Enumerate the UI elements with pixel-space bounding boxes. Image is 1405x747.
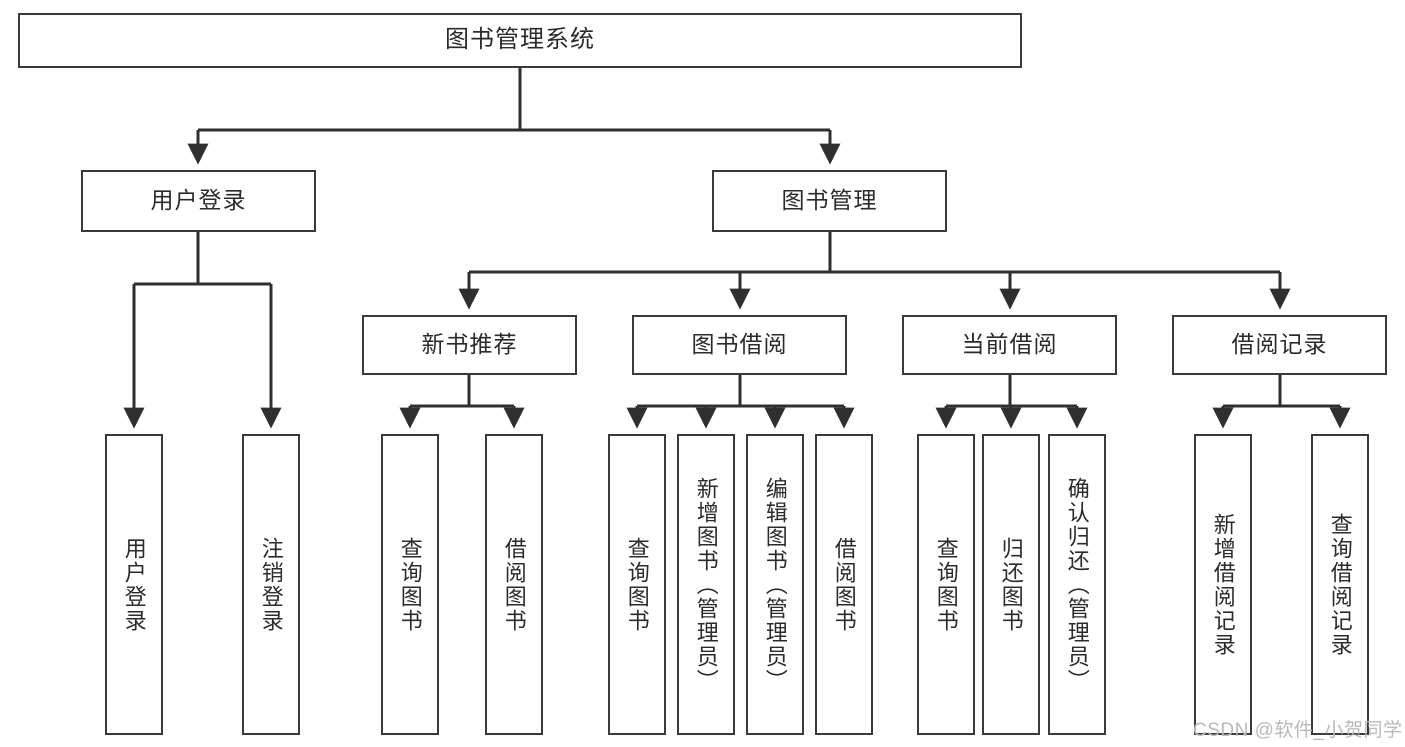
node-new-book-recommend[interactable]: 新书推荐 [362,315,577,375]
leaf-borrow-book-2[interactable]: 借阅图书 [815,434,873,735]
node-current-borrow[interactable]: 当前借阅 [902,315,1117,375]
node-book-borrow-label: 图书借阅 [691,331,788,358]
leaf-add-record[interactable]: 新增借阅记录 [1194,434,1252,735]
leaf-query-book-2-label: 查询图书 [624,536,650,633]
node-user-login-label: 用户登录 [150,187,247,214]
leaf-query-record[interactable]: 查询借阅记录 [1311,434,1369,735]
node-borrow-record[interactable]: 借阅记录 [1172,315,1387,375]
node-book-manage-label: 图书管理 [781,187,878,214]
leaf-add-record-label: 新增借阅记录 [1210,512,1236,657]
leaf-borrow-book-1[interactable]: 借阅图书 [485,434,543,735]
watermark: CSDN @软件_小贺同学 [1193,720,1403,741]
leaf-query-record-label: 查询借阅记录 [1327,512,1353,657]
leaf-borrow-book-1-label: 借阅图书 [501,536,527,633]
leaf-edit-book[interactable]: 编辑图书（管理员） [746,434,804,735]
leaf-return-book-label: 归还图书 [998,536,1024,633]
leaf-query-book-2[interactable]: 查询图书 [608,434,666,735]
leaf-query-book-3-label: 查询图书 [933,536,959,633]
node-new-book-recommend-label: 新书推荐 [421,331,518,358]
leaf-query-book-3[interactable]: 查询图书 [917,434,975,735]
node-borrow-record-label: 借阅记录 [1231,331,1328,358]
node-root[interactable]: 图书管理系统 [18,13,1022,68]
leaf-borrow-book-2-label: 借阅图书 [831,536,857,633]
leaf-user-login[interactable]: 用户登录 [105,434,163,735]
node-user-login[interactable]: 用户登录 [81,170,316,232]
node-book-manage[interactable]: 图书管理 [712,170,947,232]
leaf-logout[interactable]: 注销登录 [242,434,300,735]
leaf-confirm-return[interactable]: 确认归还（管理员） [1048,434,1106,735]
leaf-add-book-label: 新增图书（管理员） [693,476,719,693]
node-root-label: 图书管理系统 [445,26,595,54]
leaf-confirm-return-label: 确认归还（管理员） [1064,476,1090,693]
leaf-return-book[interactable]: 归还图书 [982,434,1040,735]
node-book-borrow[interactable]: 图书借阅 [632,315,847,375]
leaf-query-book-1-label: 查询图书 [397,536,423,633]
leaf-user-login-label: 用户登录 [121,536,147,633]
leaf-logout-label: 注销登录 [258,536,284,633]
leaf-query-book-1[interactable]: 查询图书 [381,434,439,735]
leaf-edit-book-label: 编辑图书（管理员） [762,476,788,693]
leaf-add-book[interactable]: 新增图书（管理员） [677,434,735,735]
node-current-borrow-label: 当前借阅 [961,331,1058,358]
